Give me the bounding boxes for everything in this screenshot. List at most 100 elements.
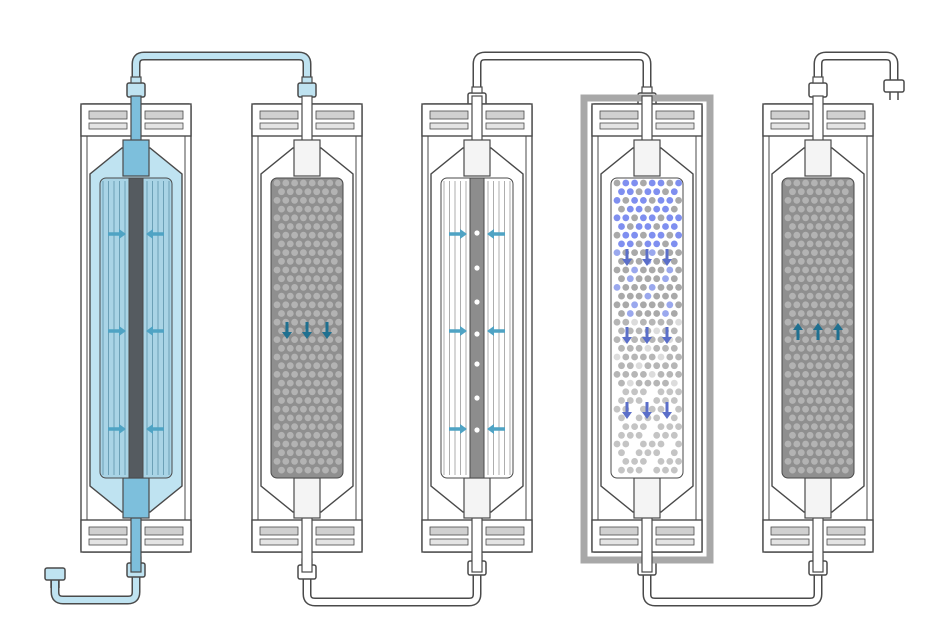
bead-113 [618, 310, 625, 317]
bead-8 [278, 188, 285, 196]
bead-68 [278, 257, 285, 265]
bead-51 [837, 231, 845, 239]
bead-73 [833, 257, 840, 265]
bead-81 [837, 266, 845, 274]
grille-bottom-right-1 [485, 526, 525, 536]
bead-196 [793, 405, 801, 413]
nozzle-top [293, 139, 321, 177]
bead-110 [657, 301, 665, 309]
bead-240 [784, 458, 792, 465]
bead-23 [278, 205, 285, 213]
bead-243 [811, 458, 818, 465]
bead-157 [846, 353, 853, 361]
bead-49 [308, 231, 316, 239]
bead-113 [278, 310, 285, 317]
tube-fitting-1-nut [126, 82, 146, 98]
pipe-top [130, 95, 142, 145]
core-hole-1 [474, 230, 480, 236]
arrow-down-1-1 [282, 322, 292, 339]
bead-236 [304, 449, 312, 457]
bead-30 [784, 214, 792, 222]
bead-157 [675, 353, 682, 361]
center-core [469, 177, 485, 479]
bead-232 [846, 440, 853, 448]
bead-89 [330, 275, 338, 283]
arrow-down-1-2 [302, 322, 312, 339]
bead-16 [622, 197, 630, 204]
bead-252 [313, 466, 321, 474]
bead-142 [675, 336, 682, 343]
bead-227 [291, 440, 298, 448]
bead-0 [613, 179, 621, 187]
bead-215 [613, 440, 621, 448]
bead-11 [304, 188, 312, 196]
bead-150 [273, 353, 281, 361]
bead-114 [286, 310, 294, 317]
bead-188 [278, 397, 285, 404]
tube-fitting-1 [126, 76, 146, 98]
bead-226 [282, 440, 290, 448]
arrow-inward-right-3 [146, 424, 164, 434]
bead-47 [291, 231, 298, 239]
bead-106 [793, 301, 801, 309]
bead-111 [666, 301, 674, 309]
bead-151 [282, 353, 290, 361]
bead-92 [291, 284, 298, 291]
bead-164 [841, 362, 849, 370]
bead-147 [313, 344, 321, 352]
arrow-inward-right-2 [146, 326, 164, 336]
bead-174 [797, 379, 805, 387]
bead-88 [322, 275, 329, 283]
bead-189 [653, 397, 661, 404]
bead-5 [828, 179, 836, 187]
tube-fitting-2-nut [297, 82, 317, 98]
bead-30 [613, 214, 621, 222]
bead-192 [824, 397, 832, 404]
bead-130 [806, 327, 814, 335]
bead-221 [815, 431, 823, 439]
bead-92 [631, 284, 638, 291]
bead-249 [797, 466, 805, 474]
bead-201 [326, 405, 334, 413]
bead-25 [635, 205, 643, 213]
bead-109 [648, 301, 656, 309]
bead-244 [308, 458, 316, 465]
grille-top-left-1 [88, 110, 128, 120]
bead-251 [815, 466, 823, 474]
grille-top-left-1 [259, 110, 299, 120]
bead-178 [833, 379, 840, 387]
grille-bottom-right-2 [485, 538, 525, 546]
bead-228 [300, 440, 307, 448]
bead-229 [819, 440, 827, 448]
bead-109 [819, 301, 827, 309]
bead-66 [326, 249, 334, 256]
grille-top-left-2 [770, 122, 810, 130]
bead-108 [640, 301, 647, 309]
bead-218 [278, 431, 285, 439]
bead-214 [819, 423, 827, 430]
bead-21 [326, 197, 334, 204]
bead-20 [828, 197, 836, 204]
bead-198 [811, 405, 818, 413]
bead-208 [675, 423, 682, 430]
bead-43 [833, 223, 840, 230]
arrow-inward-left-1 [108, 229, 126, 239]
bead-73 [322, 257, 329, 265]
bead-165 [784, 371, 792, 378]
bead-62 [802, 249, 809, 256]
grille-bottom-left-2 [259, 538, 299, 546]
bead-107 [291, 301, 298, 309]
bead-11 [815, 188, 823, 196]
bead-169 [648, 371, 656, 378]
bead-172 [846, 371, 853, 378]
bead-189 [286, 397, 294, 404]
bead-54 [286, 240, 294, 248]
bead-207 [824, 414, 832, 422]
bead-76 [793, 266, 801, 274]
bead-41 [644, 223, 652, 230]
arrow-inward-right-1 [146, 229, 164, 239]
bead-221 [618, 449, 625, 457]
arrow-inward-left-3 [108, 424, 126, 434]
bead-17 [291, 197, 298, 204]
bead-31 [622, 214, 630, 222]
